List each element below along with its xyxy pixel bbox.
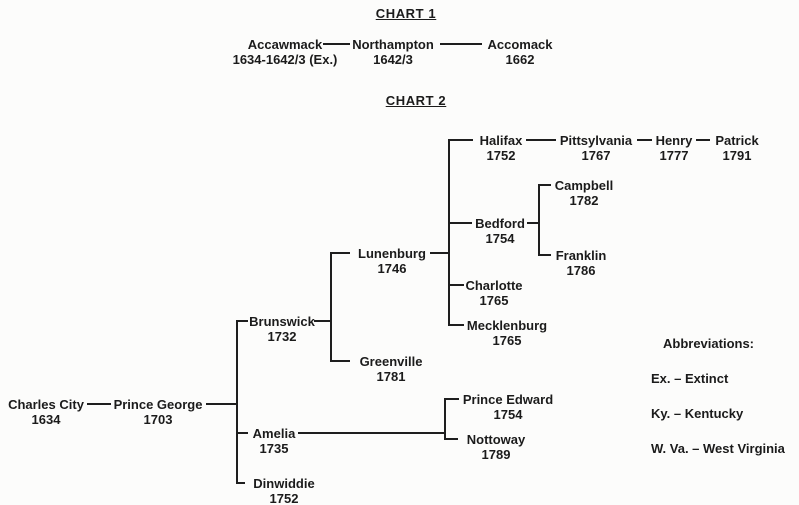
stub-prince-edward: [444, 398, 459, 400]
county-year: 1752: [486, 148, 516, 163]
edge-princegeorge-spine: [206, 403, 238, 405]
node-charles-city: Charles City 1634: [0, 397, 92, 427]
legend-item-kentucky: Ky. – Kentucky: [651, 406, 744, 421]
chart1-title: CHART 1: [375, 6, 437, 21]
stub-nottoway: [444, 438, 458, 440]
princegeorge-children-vertical: [236, 320, 238, 484]
node-campbell: Campbell 1782: [549, 178, 619, 208]
county-name: Accomack: [487, 37, 553, 52]
stub-dinwiddie: [236, 482, 245, 484]
county-year: 1786: [566, 263, 596, 278]
node-mecklenburg: Mecklenburg 1765: [460, 318, 554, 348]
edge-pittsylvania-henry: [637, 139, 652, 141]
county-year: 1765: [492, 333, 522, 348]
node-dinwiddie: Dinwiddie 1752: [243, 476, 325, 505]
bedford-children-vertical: [538, 184, 540, 256]
county-year: 1765: [479, 293, 509, 308]
lunenburg-children-vertical: [448, 139, 450, 326]
county-name: Amelia: [252, 426, 296, 441]
county-year: 1791: [722, 148, 752, 163]
node-amelia: Amelia 1735: [247, 426, 301, 456]
county-name: Henry: [655, 133, 693, 148]
edge-lunenburg-bracket: [430, 252, 448, 254]
county-year: 1781: [376, 369, 406, 384]
legend-item-extinct: Ex. – Extinct: [651, 371, 729, 386]
stub-halifax: [448, 139, 473, 141]
county-year: 1634: [31, 412, 61, 427]
county-year: 1789: [481, 447, 511, 462]
node-lunenburg: Lunenburg 1746: [350, 246, 434, 276]
node-greenville: Greenville 1781: [350, 354, 432, 384]
node-prince-george: Prince George 1703: [110, 397, 206, 427]
county-year: 1642/3: [373, 52, 413, 67]
county-year: 1754: [493, 407, 523, 422]
stub-greenville: [330, 360, 350, 362]
county-name: Prince George: [113, 397, 203, 412]
stub-bedford: [448, 222, 472, 224]
county-name: Charlotte: [465, 278, 523, 293]
county-name: Bedford: [475, 216, 525, 231]
county-name: Charles City: [8, 397, 84, 412]
edge-bedford-bracket: [527, 222, 539, 224]
edge-northampton-accomack: [440, 43, 482, 45]
county-name: Halifax: [479, 133, 523, 148]
node-accomack: Accomack 1662: [470, 37, 570, 67]
node-accawmack: Accawmack 1634-1642/3 (Ex.): [210, 37, 360, 67]
edge-charlescity-princegeorge: [87, 403, 111, 405]
stub-franklin: [538, 254, 551, 256]
county-year: 1767: [581, 148, 611, 163]
node-northampton: Northampton 1642/3: [343, 37, 443, 67]
county-name: Prince Edward: [462, 392, 554, 407]
node-henry: Henry 1777: [650, 133, 698, 163]
county-name: Mecklenburg: [466, 318, 548, 333]
amelia-children-vertical: [444, 398, 446, 440]
node-brunswick: Brunswick 1732: [243, 314, 321, 344]
county-name: Northampton: [352, 37, 434, 52]
node-prince-edward: Prince Edward 1754: [458, 392, 558, 422]
county-year: 1752: [269, 491, 299, 505]
county-year: 1735: [259, 441, 289, 456]
county-year: 1732: [267, 329, 297, 344]
edge-halifax-pittsylvania: [526, 139, 556, 141]
county-name: Accawmack: [247, 37, 323, 52]
county-year: 1703: [143, 412, 173, 427]
county-year: 1634-1642/3 (Ex.): [232, 52, 338, 67]
node-halifax: Halifax 1752: [473, 133, 529, 163]
legend-item-west-virginia: W. Va. – West Virginia: [651, 441, 785, 456]
node-charlotte: Charlotte 1765: [461, 278, 527, 308]
county-year: 1746: [377, 261, 407, 276]
county-name: Nottoway: [466, 432, 526, 447]
edge-amelia-bracket: [298, 432, 446, 434]
county-name: Lunenburg: [358, 246, 426, 261]
stub-mecklenburg: [448, 324, 464, 326]
stub-amelia: [236, 432, 248, 434]
brunswick-children-vertical: [330, 252, 332, 362]
stub-charlotte: [448, 284, 464, 286]
node-patrick: Patrick 1791: [708, 133, 766, 163]
edge-henry-patrick: [696, 139, 710, 141]
county-year: 1662: [505, 52, 535, 67]
node-bedford: Bedford 1754: [470, 216, 530, 246]
legend-title: Abbreviations:: [663, 336, 755, 351]
node-pittsylvania: Pittsylvania 1767: [553, 133, 639, 163]
node-nottoway: Nottoway 1789: [456, 432, 536, 462]
county-name: Pittsylvania: [559, 133, 633, 148]
stub-lunenburg: [330, 252, 350, 254]
county-name: Dinwiddie: [253, 476, 315, 491]
edge-brunswick-bracket: [314, 320, 332, 322]
chart2-title: CHART 2: [385, 93, 447, 108]
node-franklin: Franklin 1786: [549, 248, 613, 278]
stub-campbell: [538, 184, 551, 186]
county-name: Franklin: [555, 248, 607, 263]
county-name: Brunswick: [249, 314, 315, 329]
stub-brunswick: [236, 320, 248, 322]
county-name: Greenville: [359, 354, 423, 369]
county-year: 1782: [569, 193, 599, 208]
county-year: 1754: [485, 231, 515, 246]
county-name: Patrick: [715, 133, 759, 148]
county-name: Campbell: [554, 178, 614, 193]
edge-accawmack-northampton: [323, 43, 350, 45]
county-year: 1777: [659, 148, 689, 163]
